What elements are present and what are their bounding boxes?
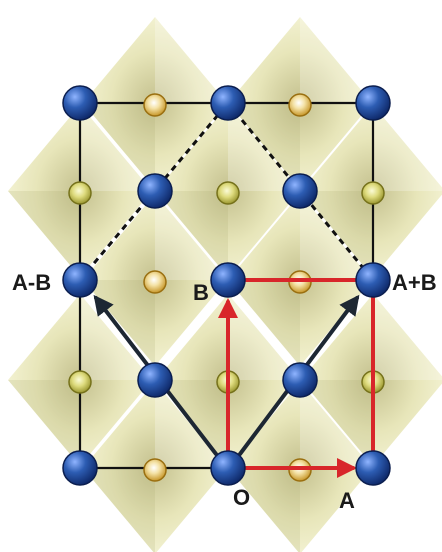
gold-atoms-layer — [143, 93, 312, 482]
olive-atom — [68, 181, 92, 205]
olive-atom — [216, 181, 240, 205]
octahedron-facet — [8, 380, 80, 466]
blue-atom — [62, 85, 98, 121]
blue-atom — [282, 362, 318, 398]
blue-atom — [210, 85, 246, 121]
olive-atom — [68, 370, 92, 394]
octahedron-facet — [80, 105, 152, 191]
blue-atom — [282, 173, 318, 209]
octahedron-facet — [300, 17, 372, 103]
olive-atoms-layer — [68, 181, 385, 394]
gold-atom — [288, 93, 312, 117]
blue-atom — [355, 262, 391, 298]
blue-atoms-layer — [62, 85, 391, 486]
blue-atom — [137, 173, 173, 209]
octahedron-facet — [301, 380, 373, 466]
gold-atom — [143, 93, 167, 117]
label-a-minus-b: A-B — [12, 270, 51, 295]
octahedron-facet — [228, 468, 300, 552]
octahedron-facet — [83, 468, 155, 552]
octahedron-facet — [156, 191, 228, 277]
octahedron-facet — [155, 194, 227, 280]
blue-atom — [137, 362, 173, 398]
blue-atom — [210, 450, 246, 486]
octahedron-facet — [8, 191, 80, 277]
blue-atom — [355, 450, 391, 486]
octahedron-facet — [83, 103, 155, 189]
olive-atom — [361, 181, 385, 205]
blue-atom — [62, 262, 98, 298]
vector-labels: A-B B A+B O A — [12, 270, 437, 513]
octahedron-facet — [300, 382, 372, 468]
octahedron-facet — [228, 294, 300, 380]
label-a: A — [339, 488, 355, 513]
octahedron-facet — [155, 17, 227, 103]
blue-atom — [355, 85, 391, 121]
label-b: B — [193, 280, 209, 305]
blue-atom — [210, 262, 246, 298]
octahedron-facet — [228, 280, 300, 366]
label-origin: O — [233, 485, 250, 510]
blue-atom — [62, 450, 98, 486]
gold-atom — [143, 270, 167, 294]
gold-atom — [143, 458, 167, 482]
octahedron-facet — [373, 105, 442, 191]
label-a-plus-b: A+B — [392, 270, 437, 295]
octahedron-facet — [373, 294, 442, 380]
